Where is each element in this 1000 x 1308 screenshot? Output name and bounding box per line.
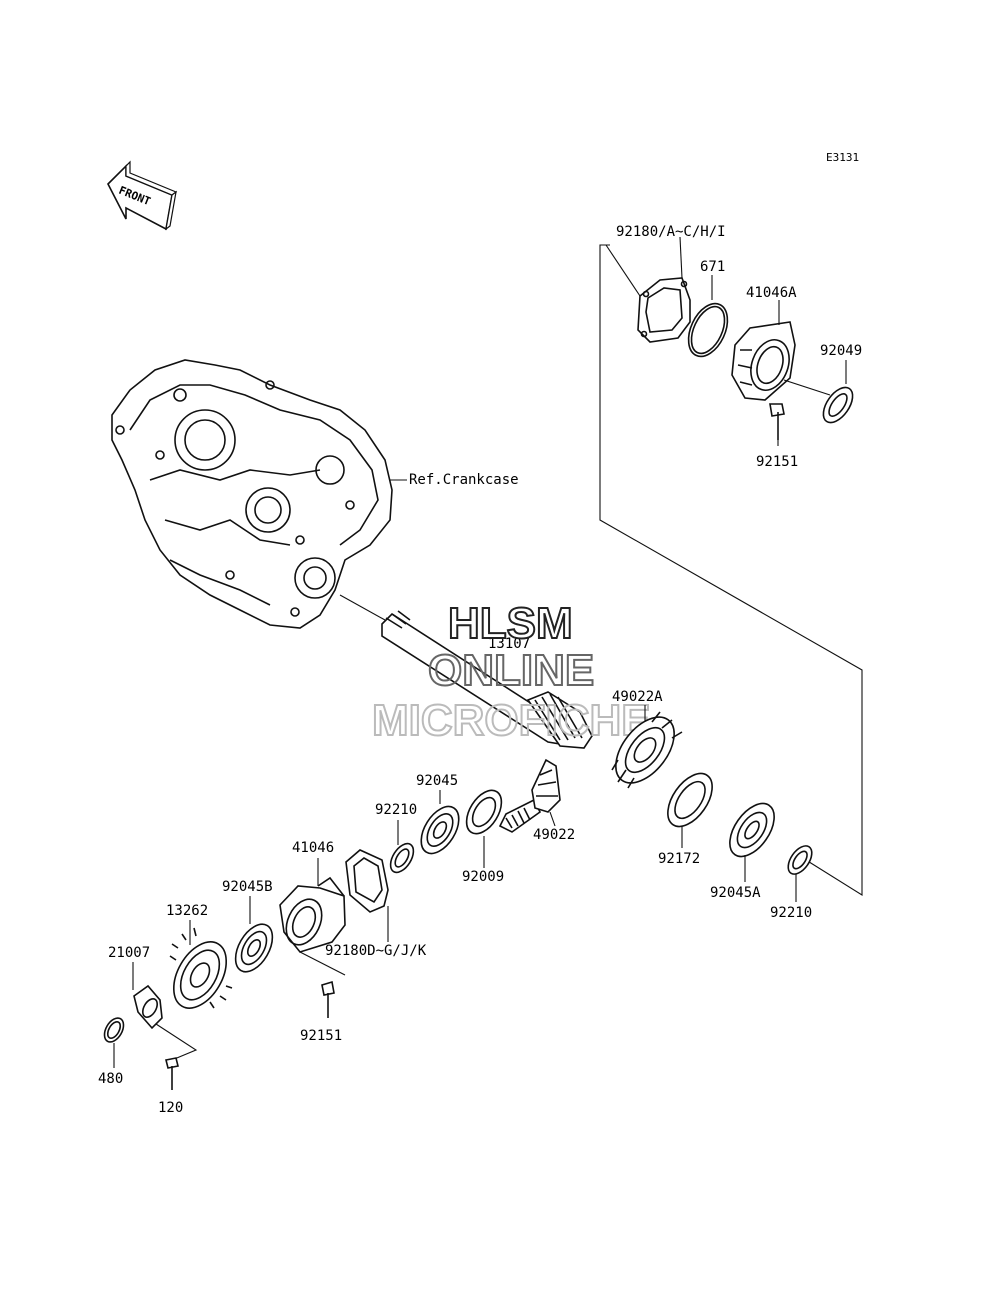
watermark: HLSM ONLINE MICROFICHE: [371, 598, 652, 746]
svg-text:MICROFICHE: MICROFICHE: [372, 696, 651, 745]
gasket-92180-lower-part[interactable]: [345, 849, 389, 913]
diagram-code-label: E3131: [826, 151, 859, 164]
circlip-92210-left-part[interactable]: [386, 840, 418, 877]
front-arrow-icon: FRONT: [107, 160, 178, 231]
label-92180-lower: 92180D~G/J/K: [325, 943, 427, 959]
label-92009: 92009: [462, 869, 504, 885]
label-92210-left: 92210: [375, 802, 417, 818]
leader-92151-lower-b: [299, 951, 346, 976]
gasket-92180-upper-part[interactable]: [637, 277, 691, 343]
shaft-13107-part[interactable]: [381, 610, 593, 749]
label-92151-lower: 92151: [300, 1028, 342, 1044]
label-480: 480: [98, 1071, 123, 1087]
label-671: 671: [700, 259, 725, 275]
bearing-92045B-part[interactable]: [228, 918, 280, 978]
seal-92172-part[interactable]: [659, 766, 721, 835]
label-92180-upper: 92180/A~C/H/I: [616, 224, 726, 240]
housing-41046A-part[interactable]: [731, 321, 796, 401]
label-92049: 92049: [820, 343, 862, 359]
bearing-92045-part[interactable]: [414, 800, 467, 860]
leader-49022: [549, 811, 556, 827]
bolt-92151-lower-part[interactable]: [321, 980, 335, 1018]
label-13262: 13262: [166, 903, 208, 919]
label-49022: 49022: [533, 827, 575, 843]
label-92045A: 92045A: [710, 885, 761, 901]
label-92151-upper: 92151: [756, 454, 798, 470]
seal-92049-part[interactable]: [818, 382, 859, 427]
label-13107: 13107: [488, 636, 530, 652]
circlip-92210-right-part[interactable]: [783, 842, 816, 879]
label-49022A: 49022A: [612, 689, 663, 705]
leader-92180-upper-b: [605, 244, 641, 297]
housing-41046-part[interactable]: [279, 876, 346, 953]
pinion-49022-part[interactable]: [498, 758, 561, 833]
gear-13262-part[interactable]: [163, 927, 237, 1017]
ref-crankcase-label: Ref.Crankcase: [409, 472, 519, 488]
label-21007: 21007: [108, 945, 150, 961]
shaft-centerline: [339, 594, 386, 621]
leader-92180-upper: [679, 236, 683, 279]
bearing-92045A-part[interactable]: [721, 796, 783, 865]
seal-92009-part[interactable]: [459, 784, 508, 840]
circlip-480-part[interactable]: [101, 1015, 128, 1046]
label-92045: 92045: [416, 773, 458, 789]
crankcase-part[interactable]: [111, 359, 393, 629]
plate-21007-part[interactable]: [133, 984, 163, 1030]
screw-120-part[interactable]: [165, 1057, 179, 1090]
svg-text:ONLINE: ONLINE: [428, 646, 594, 695]
svg-text:HLSM: HLSM: [448, 599, 573, 648]
label-92210-right: 92210: [770, 905, 812, 921]
label-41046: 41046: [292, 840, 334, 856]
bolt-92151-upper-part[interactable]: [769, 403, 785, 440]
group-centerline-upper: [783, 379, 831, 396]
group-bracket-line: [599, 244, 863, 896]
label-92045B: 92045B: [222, 879, 273, 895]
gear-49022A-part[interactable]: [604, 707, 685, 794]
oring-671-part[interactable]: [681, 297, 735, 362]
label-120: 120: [158, 1100, 183, 1116]
leader-120-b: [155, 1023, 198, 1061]
label-92172: 92172: [658, 851, 700, 867]
label-41046A: 41046A: [746, 285, 797, 301]
